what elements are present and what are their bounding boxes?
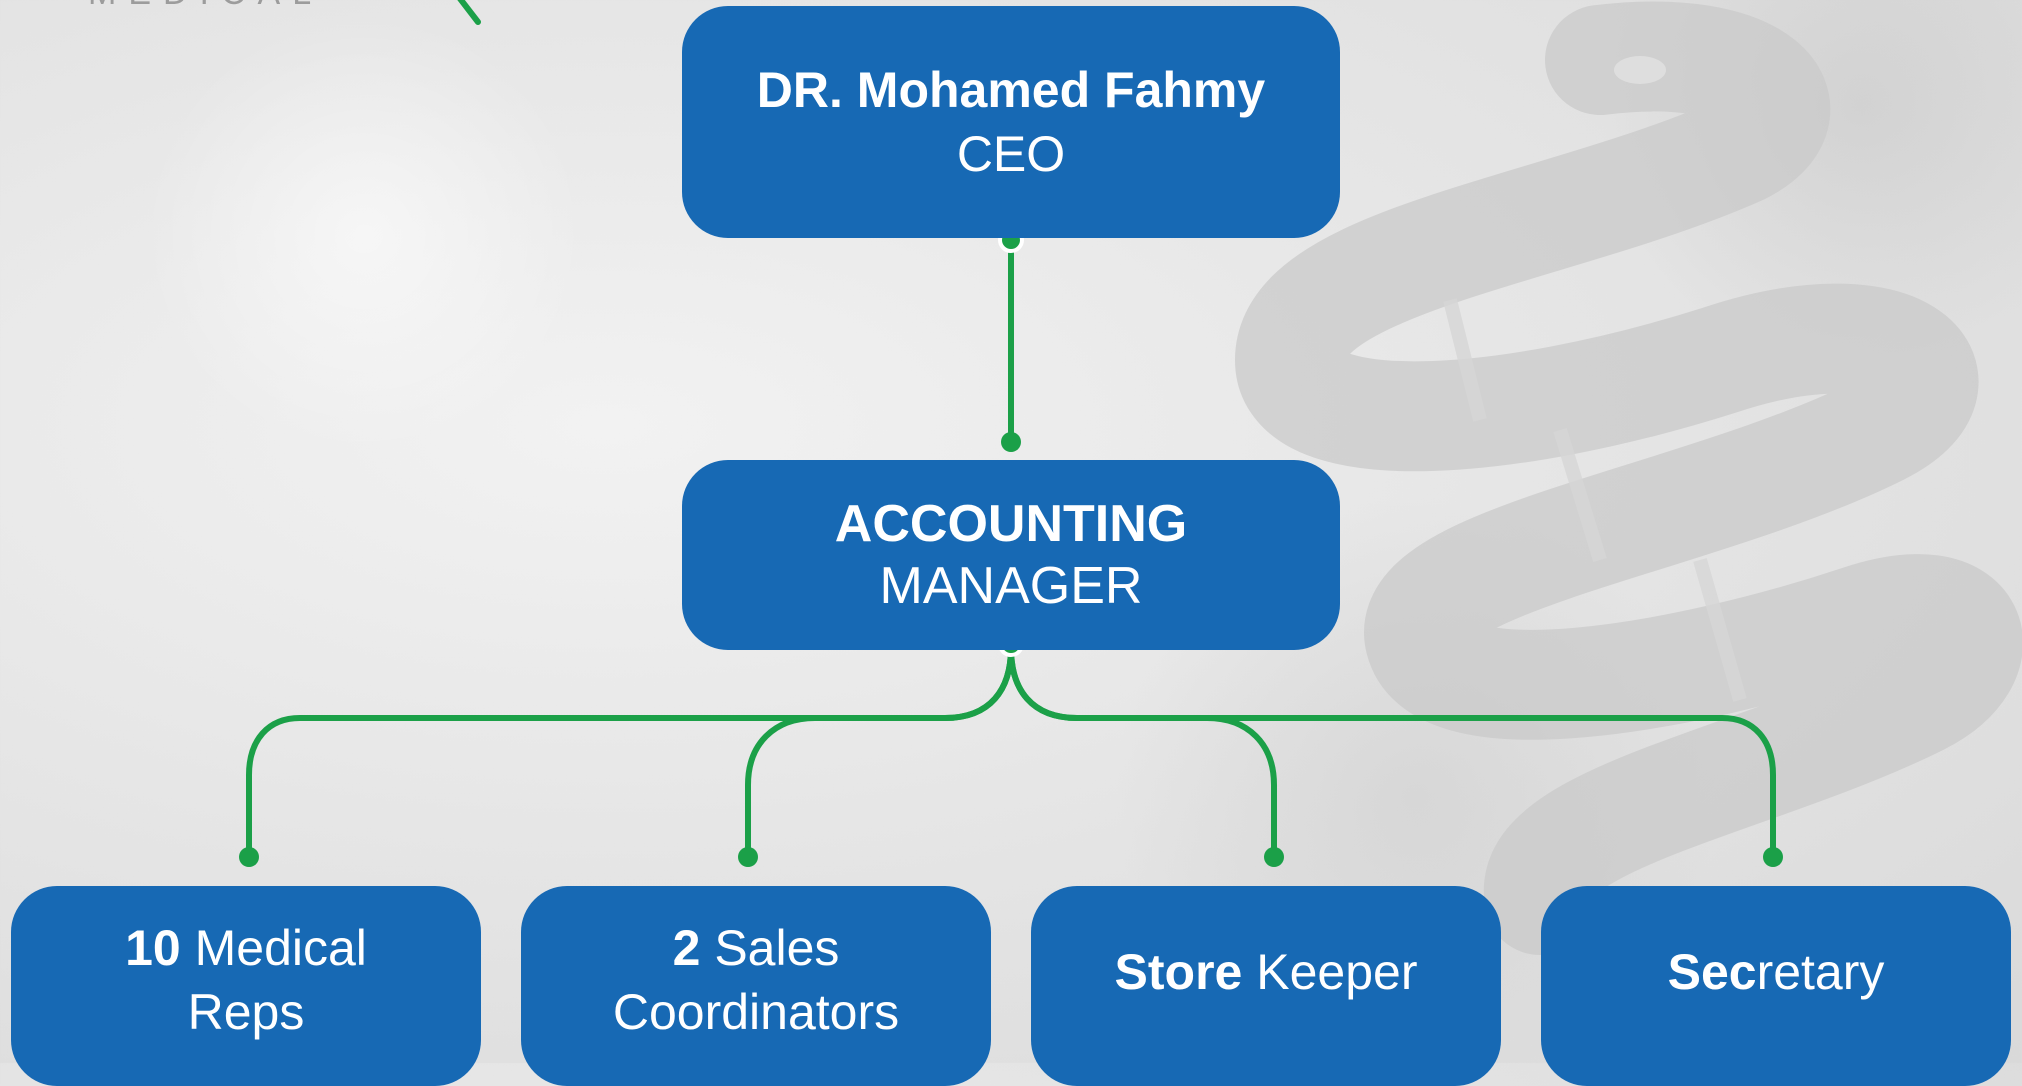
medical-reps-line1: 10 Medical (125, 916, 367, 980)
sales-coordinators-line2: Coordinators (612, 984, 900, 1040)
logo-mark-icon (457, 0, 481, 25)
secretary-bold: Sec (1667, 944, 1757, 1000)
secretary-rest: retary (1756, 944, 1885, 1000)
sales-coordinators-count: 2 (672, 920, 701, 976)
medical-reps-label: Medical (180, 920, 367, 976)
accounting-title: ACCOUNTING (834, 495, 1188, 553)
connector-dot (1264, 847, 1284, 867)
accounting-role: MANAGER (879, 557, 1143, 615)
store-keeper-bold: Store (1114, 944, 1243, 1000)
connector-dot (738, 847, 758, 867)
connector-lines (239, 227, 1783, 867)
sales-coordinators-line1: 2 Sales (673, 916, 840, 980)
connector-to-sales (745, 645, 1014, 860)
medical-reps-line2: Reps (187, 984, 305, 1040)
secretary-line: Secretary (1668, 940, 1885, 1004)
sales-coordinators-label: Sales (700, 920, 840, 976)
node-secretary: Secretary (1541, 886, 2011, 1086)
snake-watermark-icon (1234, 1, 2022, 955)
store-keeper-rest: Keeper (1242, 944, 1418, 1000)
company-logo-text: MEDICAL (88, 0, 323, 13)
ceo-name: DR. Mohamed Fahmy (756, 62, 1266, 118)
node-medical-reps: 10 Medical Reps (11, 886, 481, 1086)
ceo-role: CEO (956, 126, 1066, 182)
node-sales-coordinators: 2 Sales Coordinators (521, 886, 991, 1086)
node-accounting-manager: ACCOUNTING MANAGER (682, 460, 1340, 650)
connector-dot (1763, 847, 1783, 867)
connector-to-secretary (1008, 645, 1776, 860)
node-store-keeper: Store Keeper (1031, 886, 1501, 1086)
store-keeper-line: Store Keeper (1115, 940, 1418, 1004)
node-ceo: DR. Mohamed Fahmy CEO (682, 6, 1340, 238)
connector-dot (239, 847, 259, 867)
medical-reps-count: 10 (125, 920, 181, 976)
connector-dot (1001, 432, 1021, 452)
